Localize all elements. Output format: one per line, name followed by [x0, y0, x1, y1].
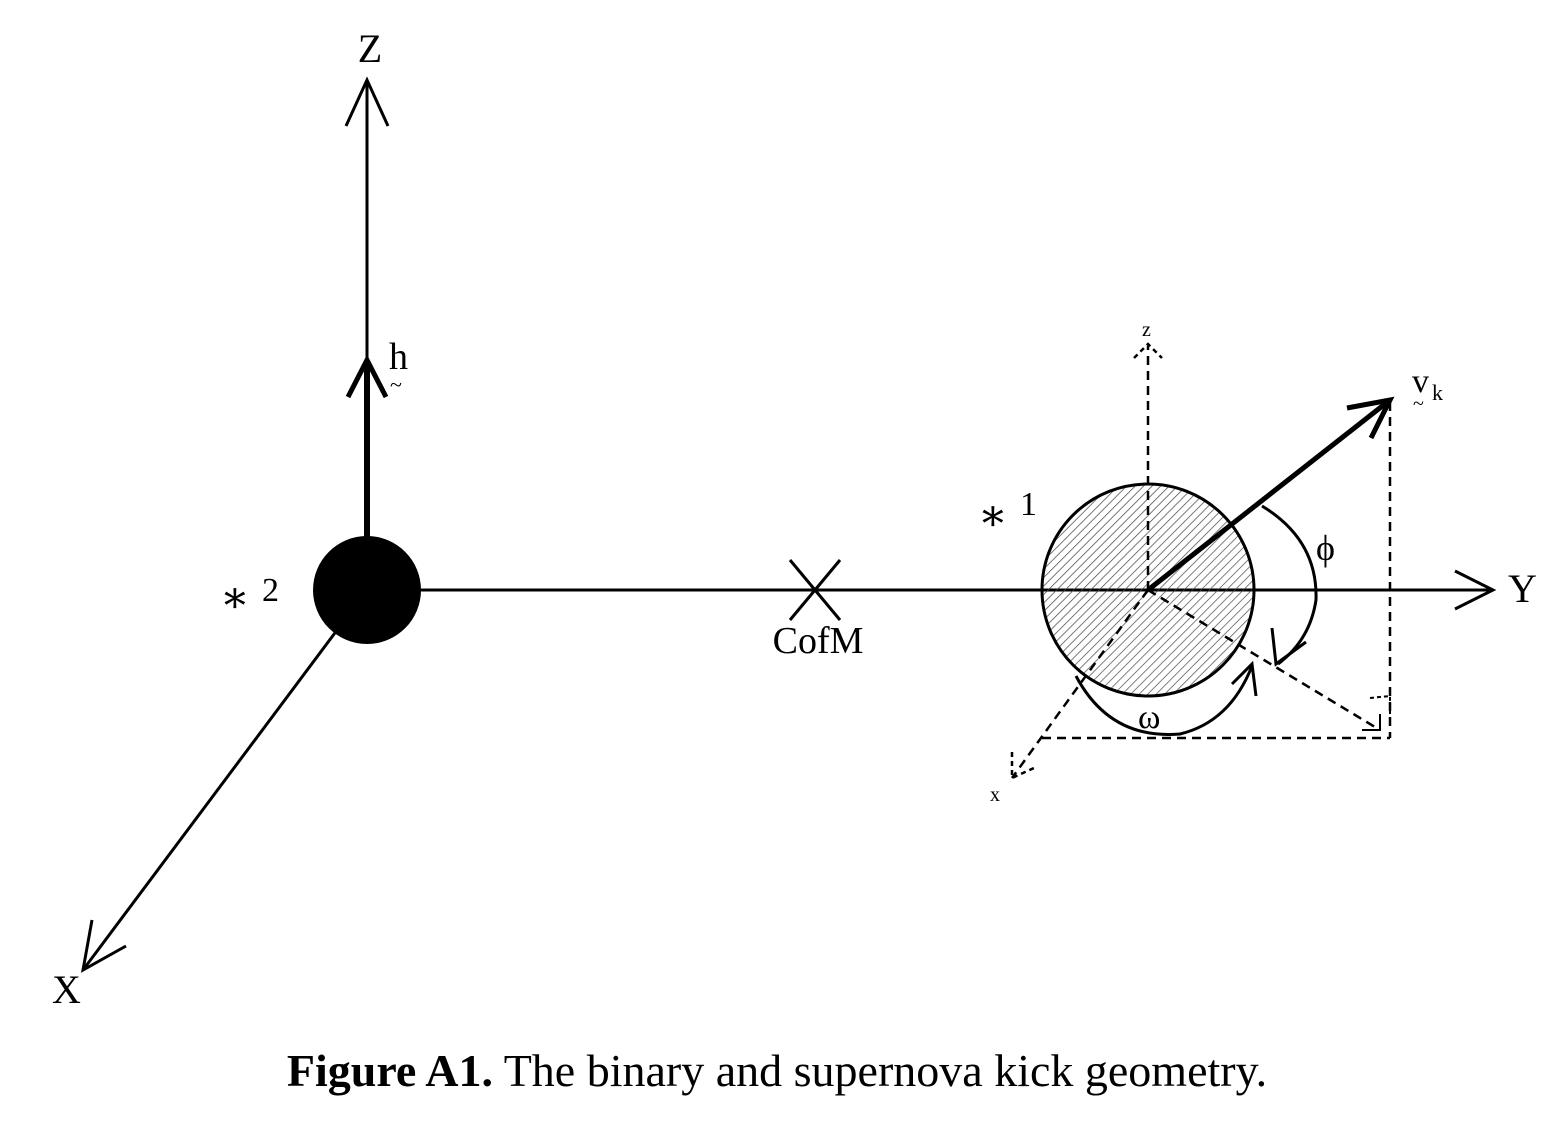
- star-1-label: 1: [1020, 486, 1037, 523]
- star-2-label: 2: [262, 572, 279, 609]
- phi-label: ϕ: [1316, 528, 1335, 568]
- local-x-axis: [1010, 589, 1150, 780]
- omega-label: ω: [1138, 699, 1160, 736]
- local-x-label: x: [990, 784, 1000, 806]
- y-axis: [367, 569, 1497, 611]
- x-axis: [80, 589, 369, 973]
- h-tilde: ~: [390, 372, 402, 397]
- local-z-axis: [1133, 342, 1163, 590]
- projection-lines: [1042, 402, 1392, 740]
- vk-label: v: [1412, 363, 1429, 400]
- vk-tilde: ~: [1413, 393, 1424, 415]
- h-vector: [345, 354, 389, 545]
- h-label: h: [389, 336, 408, 378]
- cofm-label: CofM: [773, 620, 864, 662]
- kick-velocity-vector: [1146, 396, 1395, 592]
- axis-x-label: X: [52, 967, 81, 1012]
- phi-angle-arc: [1261, 504, 1318, 667]
- vk-subscript: k: [1432, 380, 1443, 405]
- caption-text: The binary and supernova kick geometry.: [503, 1045, 1268, 1096]
- local-z-label: z: [1142, 319, 1151, 341]
- caption-label: Figure A1.: [286, 1045, 494, 1096]
- cofm-marker: [788, 559, 842, 621]
- axis-z-label: Z: [358, 26, 382, 71]
- star-1-symbol: ∗: [978, 491, 1008, 540]
- axis-y-label: Y: [1508, 566, 1537, 611]
- figure-caption: Figure A1. The binary and supernova kick…: [0, 1044, 1554, 1097]
- star-2-body: [313, 536, 421, 644]
- star-2-symbol: ∗: [220, 573, 250, 622]
- omega-angle-arc: [1074, 660, 1258, 737]
